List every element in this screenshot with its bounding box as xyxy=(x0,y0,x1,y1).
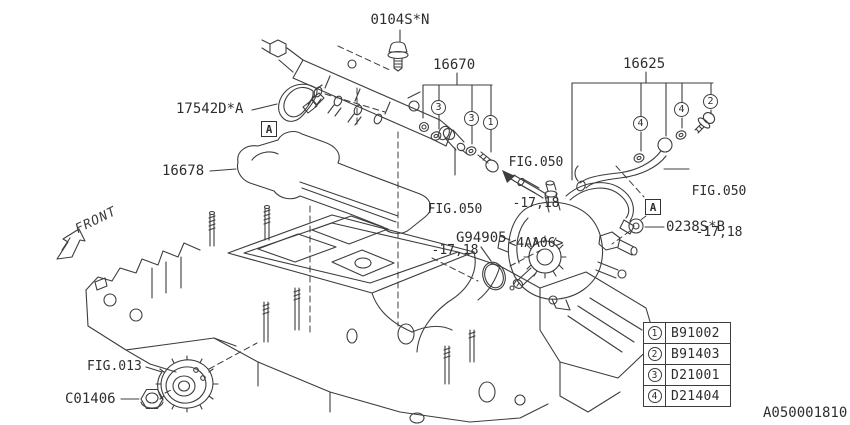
fig-ref-left: FIG.050 -17,18 xyxy=(425,176,485,284)
fig-ref-line: -17,18 xyxy=(695,224,743,240)
part-label-16678: 16678 xyxy=(162,163,205,179)
legend-part-number: D21404 xyxy=(671,388,720,404)
fig-ref-013: FIG.013 xyxy=(87,359,142,374)
legend-callout-cell: 1 xyxy=(644,323,666,343)
legend-part-number: D21001 xyxy=(671,367,720,383)
part-label-c01406: C01406 xyxy=(65,391,116,407)
callout-3: 3 xyxy=(464,111,479,126)
part-label-0238sb: 0238S*B xyxy=(666,219,726,235)
part-label-g94905: G94905 xyxy=(456,230,507,246)
bolt-0104-drawing xyxy=(387,41,409,72)
pulley-drawing xyxy=(155,355,219,413)
drawing-number: A050001810 xyxy=(763,405,848,421)
legend-row: 3 D21001 xyxy=(644,365,730,386)
callout-4: 4 xyxy=(674,102,689,117)
front-arrow-icon xyxy=(56,228,86,260)
fig-ref-line: -17,18 xyxy=(512,195,560,211)
nut-drawing xyxy=(140,388,164,410)
detail-a-box-left: A xyxy=(261,121,277,137)
fig-ref-line: FIG.050 xyxy=(427,202,483,217)
part-label-16625: 16625 xyxy=(623,56,666,72)
part-label-0104sn: 0104S*N xyxy=(370,12,430,28)
callout-1: 1 xyxy=(483,115,498,130)
fig-ref-right: FIG.050 -17,18 xyxy=(690,158,748,266)
callout-2: 2 xyxy=(703,94,718,109)
callout-3: 3 xyxy=(647,368,662,382)
legend-part-number: B91002 xyxy=(671,325,720,341)
legend-part-number: B91403 xyxy=(671,346,720,362)
hidden-lines xyxy=(164,45,647,394)
hose-17542-drawing xyxy=(278,83,325,122)
legend-row: 1 B91002 xyxy=(644,323,730,344)
callout-4: 4 xyxy=(633,116,648,131)
injector-parts-drawing xyxy=(430,128,499,173)
part-label-16670: 16670 xyxy=(433,57,476,73)
washer-0238-drawing xyxy=(628,218,644,234)
callout-3: 3 xyxy=(431,100,446,115)
fig-ref-4aa06: FIG.050 -17,18 <4AA06> xyxy=(500,129,572,278)
callout-2: 2 xyxy=(647,347,662,361)
legend-callout-cell: 2 xyxy=(644,344,666,364)
fig-ref-line: -17,18 xyxy=(431,242,479,258)
collector-cover-drawing xyxy=(236,131,432,234)
part-label-17542da: 17542D*A xyxy=(176,101,244,117)
engine-assembly-drawing xyxy=(85,204,657,424)
supply-hose-arrow xyxy=(502,170,547,199)
oring-drawing xyxy=(482,261,506,291)
callout-4: 4 xyxy=(647,389,662,403)
legend-row: 2 B91403 xyxy=(644,344,730,365)
fig-ref-variant: <4AA06> xyxy=(508,236,564,251)
legend-table: 1 B91002 2 B91403 3 D21001 4 D21404 xyxy=(643,322,731,407)
callout-1: 1 xyxy=(647,326,662,340)
legend-callout-cell: 3 xyxy=(644,365,666,385)
fig-ref-line: FIG.050 xyxy=(508,155,564,170)
detail-a-box-right: A xyxy=(645,199,661,215)
legend-row: 4 D21404 xyxy=(644,386,730,406)
fuel-pump-drawing xyxy=(497,180,638,311)
legend-callout-cell: 4 xyxy=(644,386,666,406)
fig-ref-line: FIG.050 xyxy=(691,184,747,199)
